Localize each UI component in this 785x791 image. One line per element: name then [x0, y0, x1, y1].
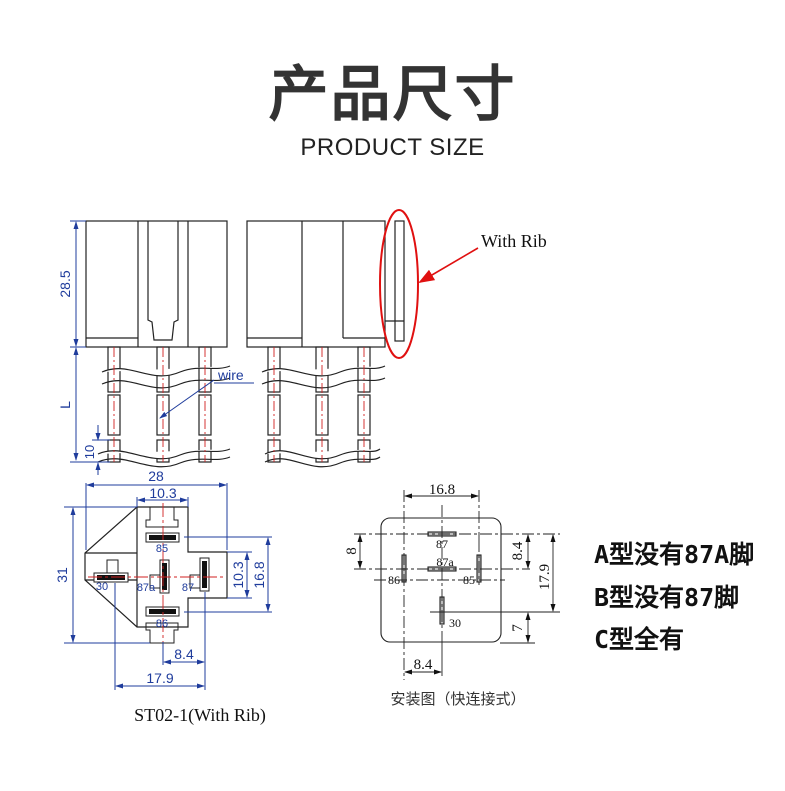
- type-note-c: C型全有: [594, 625, 685, 654]
- pin-label-85: 85: [156, 543, 168, 555]
- dim-install-left: 8: [344, 547, 360, 555]
- pin-label-30: 30: [96, 581, 108, 593]
- rib-label: With Rib: [481, 231, 547, 251]
- wire-centerlines: [113, 347, 206, 462]
- page-subtitle: PRODUCT SIZE: [300, 134, 485, 161]
- install-pin-85: 85: [463, 573, 475, 587]
- dim-socket-width: 28: [148, 468, 164, 484]
- dim-length-label: L: [57, 401, 73, 409]
- install-dimension-lines: [357, 493, 560, 676]
- pin-label-86: 86: [156, 618, 168, 630]
- dim-install-bottom: 8.4: [414, 657, 433, 673]
- dim-end-label: 10: [82, 445, 97, 459]
- socket-dimension-lines: [64, 482, 272, 690]
- page-title: 产品尺寸: [268, 60, 517, 130]
- rib: [394, 220, 405, 342]
- dim-height-label: 28.5: [57, 270, 73, 297]
- pin-label-87: 87: [182, 582, 194, 594]
- dim-socket-right-outer: 16.8: [251, 561, 267, 588]
- dim-socket-height: 31: [54, 567, 70, 583]
- pin-label-87a: 87a: [137, 582, 156, 594]
- dim-socket-bottom-outer: 17.9: [146, 670, 173, 686]
- type-note-a: A型没有87A脚: [594, 540, 755, 569]
- type-note-b: B型没有87脚: [594, 583, 740, 612]
- rib-highlight-ellipse: [379, 209, 419, 359]
- wire-label: wire: [217, 367, 244, 383]
- install-pin-87: 87: [436, 537, 448, 551]
- dim-install-right-outer: 17.9: [537, 564, 553, 590]
- dim-install-right-inner: 8.4: [510, 541, 526, 560]
- rib-pointer-arrow: [418, 247, 479, 284]
- dim-socket-inner-width: 10.3: [149, 485, 176, 501]
- dim-install-top: 16.8: [429, 482, 455, 498]
- install-pin-86: 86: [388, 573, 400, 587]
- dim-socket-right-inner: 10.3: [230, 561, 246, 588]
- dim-install-right-bottom: 7: [510, 624, 526, 632]
- dim-socket-bottom-inner: 8.4: [174, 646, 194, 662]
- install-caption: 安装图（快连接式）: [390, 690, 525, 708]
- relay-body-outline: [85, 220, 228, 348]
- install-pin-87a: 87a: [436, 555, 454, 569]
- relay-body-outline-rib: [246, 220, 386, 348]
- install-pin-30: 30: [449, 616, 461, 630]
- wire-group: [107, 346, 212, 463]
- side-view-right: [246, 220, 405, 468]
- socket-caption: ST02-1(With Rib): [134, 705, 266, 726]
- side-view-left: [85, 220, 231, 468]
